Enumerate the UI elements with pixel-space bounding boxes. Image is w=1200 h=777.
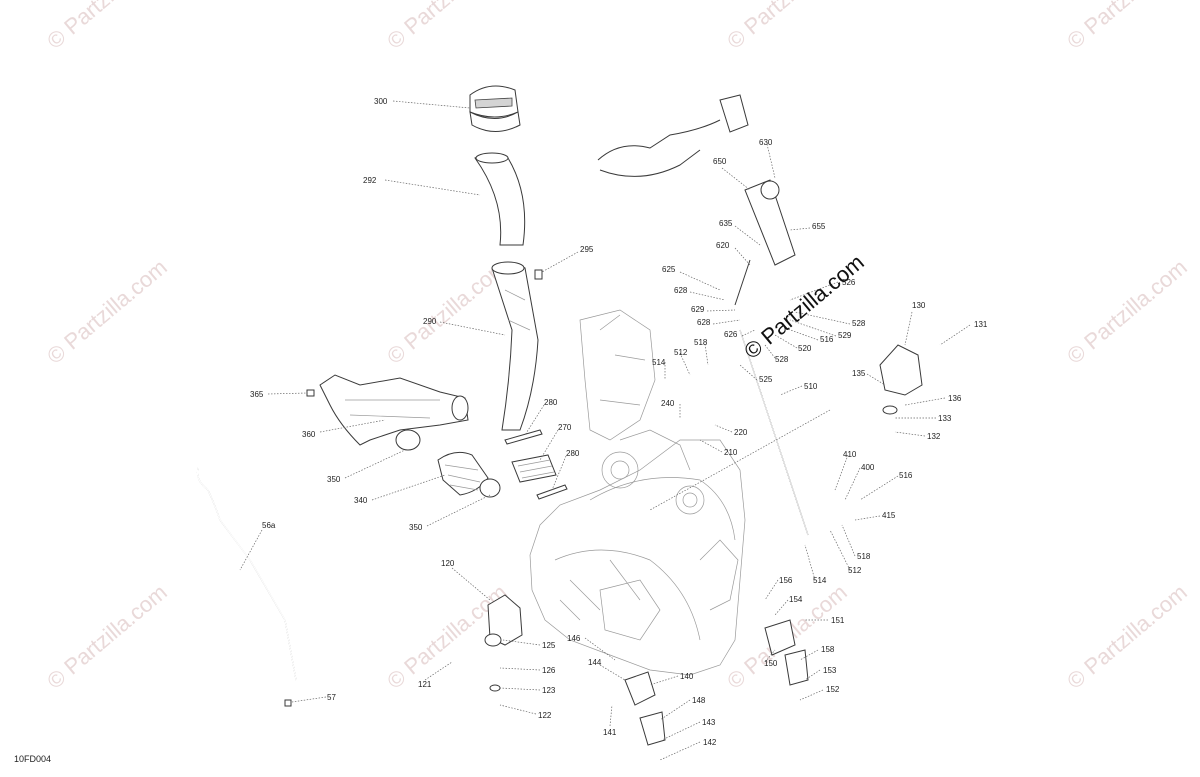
part-label: 57 <box>327 693 336 702</box>
part-label: 156 <box>779 576 793 585</box>
part-label: 512 <box>848 566 862 575</box>
part-label: 144 <box>588 658 602 667</box>
engine-mount-center <box>624 671 666 746</box>
part-label: 635 <box>719 219 733 228</box>
intake-housing <box>319 374 469 446</box>
part-label: 300 <box>374 97 388 106</box>
part-label: 270 <box>558 423 572 432</box>
part-label: 140 <box>680 672 694 681</box>
part-label: 154 <box>789 595 803 604</box>
part-label: 158 <box>821 645 835 654</box>
part-label: 56a <box>262 521 276 530</box>
part-label: 295 <box>580 245 594 254</box>
part-label: 514 <box>813 576 827 585</box>
part-label: 141 <box>603 728 617 737</box>
part-label: 135 <box>852 369 866 378</box>
watermark: © Partzilla.com <box>42 0 172 54</box>
part-label: 340 <box>354 496 368 505</box>
part-label: 350 <box>409 523 423 532</box>
part-label: 415 <box>882 511 896 520</box>
part-label: 122 <box>538 711 552 720</box>
part-label: 400 <box>861 463 875 472</box>
part-label: 629 <box>691 305 705 314</box>
air-intake-cap <box>469 85 521 132</box>
duct-lower <box>491 261 539 431</box>
engine-block <box>529 309 746 676</box>
part-label: 628 <box>674 286 688 295</box>
part-label: 125 <box>542 641 556 650</box>
breather-hose <box>196 467 297 707</box>
engine-mount-right <box>879 344 923 415</box>
part-label: 148 <box>692 696 706 705</box>
part-label: 365 <box>250 390 264 399</box>
part-label: 518 <box>694 338 708 347</box>
part-label: 410 <box>843 450 857 459</box>
part-label: 220 <box>734 428 748 437</box>
part-label: 290 <box>423 317 437 326</box>
part-label: 240 <box>661 399 675 408</box>
clamps-and-boot <box>395 429 501 498</box>
harness-and-bracket <box>597 94 809 536</box>
part-label: 151 <box>831 616 845 625</box>
part-label: 292 <box>363 176 377 185</box>
part-label: 120 <box>441 559 455 568</box>
part-label: 528 <box>852 319 866 328</box>
watermark: © Partzilla.com <box>1062 0 1192 54</box>
part-label: 655 <box>812 222 826 231</box>
part-label: 132 <box>927 432 941 441</box>
part-label: 514 <box>652 358 666 367</box>
watermark: © Partzilla.com <box>1062 579 1192 693</box>
part-label: 121 <box>418 680 432 689</box>
duct-upper <box>474 152 526 246</box>
part-labels: 300 292 295 290 365 360 350 340 350 280 … <box>250 97 988 747</box>
part-label: 528 <box>775 355 789 364</box>
watermark: © Partzilla.com <box>1062 254 1192 368</box>
part-label: 150 <box>764 659 778 668</box>
part-label: 131 <box>974 320 988 329</box>
engine-mount-left <box>484 594 523 692</box>
leader-lines <box>239 100 971 761</box>
part-label: 526 <box>842 278 856 287</box>
watermark: © Partzilla.com <box>382 0 512 54</box>
part-label: 143 <box>702 718 716 727</box>
filter-and-rods <box>504 429 568 500</box>
part-label: 628 <box>697 318 711 327</box>
part-label: 142 <box>703 738 717 747</box>
part-label: 280 <box>566 449 580 458</box>
part-label: 210 <box>724 448 738 457</box>
part-label: 136 <box>948 394 962 403</box>
part-label: 620 <box>716 241 730 250</box>
part-label: 350 <box>327 475 341 484</box>
diagram-code: 10FD004 <box>14 754 51 764</box>
part-label: 510 <box>804 382 818 391</box>
watermark: © Partzilla.com <box>382 254 512 368</box>
part-label: 152 <box>826 685 840 694</box>
part-label: 529 <box>838 331 852 340</box>
part-label: 146 <box>567 634 581 643</box>
watermark: © Partzilla.com <box>722 0 852 54</box>
part-label: 625 <box>662 265 676 274</box>
part-label: 516 <box>820 335 834 344</box>
part-label: 516 <box>899 471 913 480</box>
part-label: 126 <box>542 666 556 675</box>
part-label: 650 <box>713 157 727 166</box>
part-label: 525 <box>759 375 773 384</box>
watermark: © Partzilla.com <box>42 254 172 368</box>
part-label: 518 <box>857 552 871 561</box>
part-label: 360 <box>302 430 316 439</box>
watermark: © Partzilla.com <box>42 579 172 693</box>
part-label: 153 <box>823 666 837 675</box>
part-label: 630 <box>759 138 773 147</box>
part-label: 130 <box>912 301 926 310</box>
part-label: 520 <box>798 344 812 353</box>
part-label: 512 <box>674 348 688 357</box>
part-label: 626 <box>724 330 738 339</box>
part-label: 280 <box>544 398 558 407</box>
watermark-layer: © Partzilla.com © Partzilla.com © Partzi… <box>42 0 1192 694</box>
part-label: 123 <box>542 686 556 695</box>
part-label: 133 <box>938 414 952 423</box>
